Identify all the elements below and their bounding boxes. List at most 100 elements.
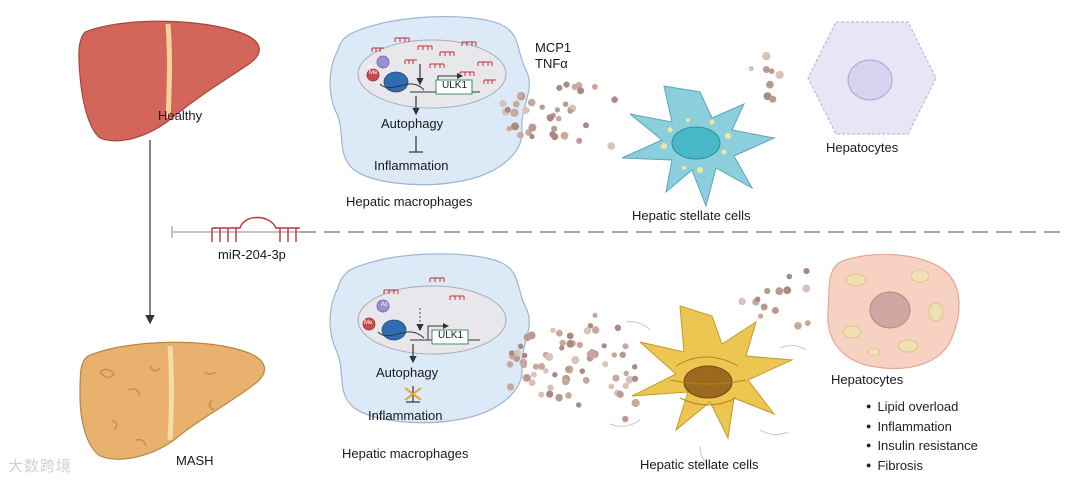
cytokine-particle — [616, 390, 624, 398]
cytokine-particle — [631, 398, 640, 408]
cytokine-particle — [506, 361, 514, 368]
cytokine-particle — [559, 339, 566, 347]
macrophage-label-bottom: Hepatic macrophages — [342, 446, 469, 461]
cytokine-particle — [577, 87, 585, 95]
hepatocyte-label-bottom: Hepatocytes — [831, 372, 904, 387]
cytokine-particle — [532, 363, 540, 370]
cytokine-particle — [571, 356, 580, 365]
cytokine-particle — [786, 273, 793, 280]
hepatocyte-healthy — [807, 21, 937, 135]
cytokine-particle — [560, 131, 569, 140]
cytokine-particle — [623, 370, 629, 376]
cytokine-particle — [771, 307, 779, 314]
cytokine-particle — [566, 340, 575, 348]
cytokine-particle — [565, 392, 572, 399]
cytokine-particle — [592, 312, 598, 318]
cytokine-particle — [517, 93, 523, 99]
cytokine-particle — [592, 83, 598, 90]
cytokine-particle — [775, 287, 784, 296]
cytokine-particle — [576, 402, 582, 408]
cytokine-particle — [514, 349, 521, 357]
stellate-label-top: Hepatic stellate cells — [632, 208, 751, 223]
cytokine-particle — [552, 372, 558, 378]
hepatocyte-label-top: Hepatocytes — [826, 140, 899, 155]
cytokine-particle — [513, 100, 520, 108]
cytokine-particle — [530, 371, 537, 378]
watermark-logo: 大数跨境 — [8, 458, 73, 475]
cytokine-particle — [762, 66, 770, 73]
mirna-divider — [171, 226, 1060, 238]
ac-tag-bottom: Ac — [381, 302, 389, 308]
cytokine-particle — [579, 368, 586, 375]
cytokine-particle — [612, 374, 620, 382]
cytokine-particle — [546, 114, 554, 122]
cytokine-particle — [523, 374, 531, 382]
cytokine-particle — [510, 108, 519, 117]
cytokine-particle — [766, 80, 774, 89]
cytokine-particles-top — [499, 51, 784, 150]
cytokine-particle — [506, 126, 512, 132]
cytokine-particle — [802, 284, 811, 293]
inhibition-bar-top — [409, 136, 423, 153]
cytokine-particle — [783, 286, 792, 295]
cytokine-particle — [529, 133, 535, 140]
inflammation-label-bottom: Inflammation — [368, 408, 443, 423]
cytokine-particle — [588, 350, 597, 359]
cytokine-particle — [576, 341, 583, 349]
cytokine-particle — [508, 350, 515, 356]
cytokine-label-tnfa: TNFα — [535, 56, 568, 71]
cytokine-particle — [538, 362, 546, 370]
cytokine-particle — [625, 375, 634, 384]
outcome-item: Insulin resistance — [866, 437, 977, 457]
cytokine-particle — [611, 352, 617, 358]
cytokine-particle — [755, 296, 761, 302]
stellate-cell-healthy — [621, 85, 776, 208]
cytokine-particle — [565, 366, 571, 372]
cytokine-particle — [632, 364, 638, 370]
cytokine-particle — [528, 379, 536, 387]
cytokine-particle — [523, 333, 532, 342]
healthy-liver-icon — [78, 20, 260, 142]
outcome-list: Lipid overload Inflammation Insulin resi… — [866, 398, 978, 477]
cytokine-particle — [546, 390, 554, 398]
mirna-hairpin-icon — [211, 216, 300, 242]
cytokine-particle — [794, 322, 802, 330]
cytokine-particle — [764, 287, 771, 295]
mirna-label: miR-204-3p — [218, 247, 286, 262]
hepatocyte-mash — [827, 253, 960, 369]
cytokine-particle — [583, 327, 592, 335]
autophagy-label-top: Autophagy — [381, 116, 444, 131]
me-tag-bottom: Me — [364, 320, 373, 326]
cytokine-particle — [614, 324, 622, 331]
chromatin-complex-bottom — [362, 299, 425, 341]
cytokine-particle — [583, 122, 589, 129]
cytokine-particle — [768, 68, 775, 74]
cytokine-particle — [517, 131, 524, 139]
cytokine-particle — [527, 98, 536, 107]
ulk1-gene-top — [410, 73, 480, 95]
cytokine-particle — [608, 383, 615, 390]
cytokine-particle — [738, 297, 746, 306]
cytokine-particle — [551, 125, 558, 132]
cytokine-particle — [551, 133, 559, 141]
cytokine-particle — [538, 391, 545, 398]
mirna-copies-bottom — [383, 277, 465, 300]
autophagy-label-bottom: Autophagy — [376, 365, 439, 380]
stellate-cell-activated — [609, 305, 807, 469]
cytokine-particle — [622, 382, 629, 389]
outcome-item: Fibrosis — [866, 457, 978, 477]
me-tag-top: Me — [369, 70, 378, 76]
outcome-item: Lipid overload — [866, 398, 978, 418]
cytokine-particle — [769, 95, 777, 103]
cytokine-particle — [521, 352, 528, 359]
cytokine-label-mcp1: MCP1 — [535, 40, 572, 55]
mash-liver-icon — [79, 341, 266, 460]
cytokine-particle — [511, 122, 519, 131]
cytokine-particle — [748, 65, 754, 72]
cytokine-particle — [760, 303, 768, 311]
ac-tag-top: Ac — [367, 64, 375, 70]
macrophage-label-top: Hepatic macrophages — [346, 194, 473, 209]
cytokine-particle — [543, 368, 549, 374]
cytokine-particle — [563, 81, 570, 88]
